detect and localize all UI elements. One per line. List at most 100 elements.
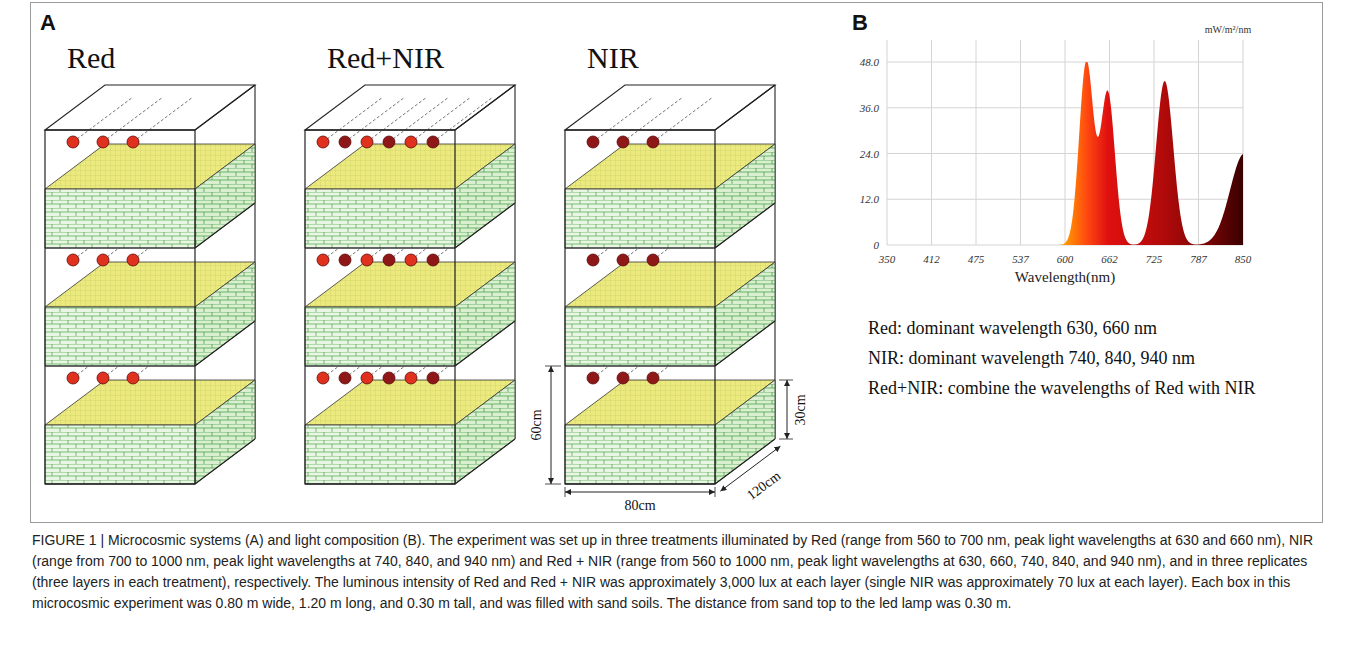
shelf-frame [305, 439, 515, 484]
lamp [339, 372, 351, 384]
lamp [383, 372, 395, 384]
brick-front [565, 189, 715, 248]
lamp [127, 136, 139, 148]
brick-side [715, 380, 775, 484]
grid-line [1065, 40, 1066, 245]
treatment-label: NIR [565, 36, 775, 76]
lamp-tube [133, 97, 193, 142]
lamp-tube [623, 97, 683, 142]
shelf-roof [45, 85, 255, 130]
lamp [97, 136, 109, 148]
grid-line [976, 40, 977, 245]
lamp [617, 136, 629, 148]
lamp-tube [433, 97, 493, 142]
dimension-line [787, 380, 788, 439]
y-tick-label: 36.0 [860, 101, 879, 114]
brick-side [195, 262, 255, 366]
lamp [647, 254, 659, 266]
lamp [587, 254, 599, 266]
brick-front [565, 307, 715, 366]
brick-front [305, 425, 455, 484]
x-tick-label: 662 [1101, 253, 1118, 266]
dimension-label: 120cm [743, 468, 785, 505]
lamp [67, 254, 79, 266]
shelf-roof [565, 85, 775, 130]
brick-side [455, 144, 515, 248]
lamp [361, 372, 373, 384]
brick-side [195, 144, 255, 248]
axis-unit: mW/m²/nm [1205, 24, 1251, 36]
shelf-frame [45, 130, 195, 484]
figure-caption: FIGURE 1 | Microcosmic systems (A) and l… [32, 530, 1322, 614]
dimension-label: 30cm [793, 393, 809, 426]
panel-letter: B [852, 10, 868, 35]
treatment-unit: NIR [565, 36, 775, 484]
y-tick-label: 0 [874, 239, 880, 252]
x-tick-label: 850 [1235, 253, 1252, 266]
spectrum-area [887, 62, 1243, 245]
x-tick-label: 537 [1012, 253, 1029, 266]
brick-front [45, 189, 195, 248]
grid-line [887, 40, 888, 245]
dimension-tick [779, 439, 793, 440]
lamp-tube [323, 97, 383, 142]
lamp [405, 372, 417, 384]
lamp [317, 372, 329, 384]
x-tick-label: 412 [923, 253, 940, 266]
brick-side [455, 380, 515, 484]
x-tick-label: 725 [1146, 253, 1163, 266]
brick-front [45, 425, 195, 484]
treatment-unit: Red [45, 36, 255, 484]
lamp [427, 136, 439, 148]
lamp-tube [411, 97, 471, 142]
lamp [427, 254, 439, 266]
shelf-frame [565, 85, 775, 130]
lamp [405, 254, 417, 266]
shelf-frame [565, 439, 775, 484]
lamp [617, 372, 629, 384]
shelf-frame [305, 130, 455, 484]
shelf-frame [45, 439, 255, 484]
x-tick-label: 350 [879, 253, 896, 266]
brick-front [565, 425, 715, 484]
lamp-tube [593, 97, 653, 142]
y-tick-label: 48.0 [860, 56, 879, 69]
x-tick-label: 787 [1190, 253, 1207, 266]
shelf-frame [565, 130, 715, 484]
lamp-tube [367, 97, 427, 142]
lamp-tube [653, 97, 713, 142]
light-note: Red: dominant wavelength 630, 660 nm [868, 318, 1157, 339]
lamp [339, 254, 351, 266]
lamp [427, 372, 439, 384]
axis-title: Wavelength(nm) [1015, 269, 1115, 286]
x-tick-label: 475 [968, 253, 985, 266]
lamp [339, 136, 351, 148]
shelf-unit [45, 85, 255, 484]
lamp [97, 372, 109, 384]
shelf-frame [305, 85, 515, 130]
lamp [587, 372, 599, 384]
dimension-tick [565, 487, 566, 497]
grid-line [931, 40, 932, 245]
lamp [647, 136, 659, 148]
dimension-tick [715, 487, 716, 497]
x-tick-label: 600 [1057, 253, 1074, 266]
lamp [67, 136, 79, 148]
lamp [647, 372, 659, 384]
lamp [383, 254, 395, 266]
shelf-frame [565, 321, 775, 366]
shelf-frame [565, 203, 775, 248]
shelf-frame [45, 321, 255, 366]
dimension-label: 60cm [529, 408, 545, 441]
brick-side [715, 144, 775, 248]
dimension-tick [545, 484, 561, 485]
dimension-tick [545, 366, 561, 367]
brick-side [715, 262, 775, 366]
brick-front [45, 307, 195, 366]
brick-side [455, 262, 515, 366]
lamp-tube [389, 97, 449, 142]
panel-letter: A [40, 10, 56, 35]
dimension-line [551, 366, 552, 484]
treatment-label: Red [45, 36, 255, 76]
